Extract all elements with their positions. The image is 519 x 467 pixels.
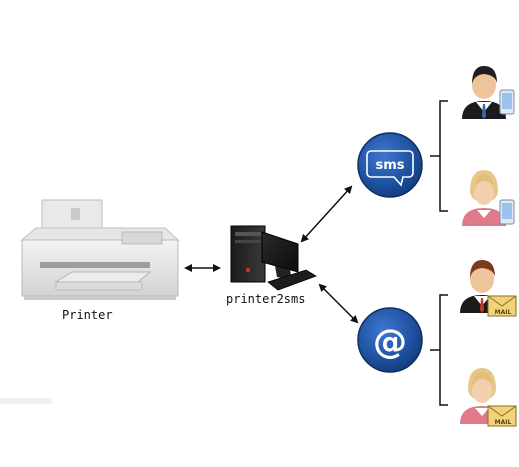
- printer-label: Printer: [62, 308, 113, 322]
- female-user-phone-icon: [462, 170, 515, 226]
- email-at-icon: @: [357, 307, 423, 373]
- sms-recipients-bracket: [430, 100, 448, 212]
- computer-email-arrow: [318, 283, 359, 324]
- printer-icon: [20, 199, 180, 300]
- sms-bubble-text: sms: [375, 158, 404, 173]
- computer-sms-arrow: [300, 185, 353, 243]
- mail-badge-text: MAIL: [495, 419, 512, 426]
- computer-label: printer2sms: [226, 292, 305, 306]
- male-user-phone-icon: [462, 66, 515, 119]
- desktop-computer-icon: [230, 225, 317, 291]
- email-recipients-bracket: [430, 294, 448, 406]
- sms-bubble-icon: sms: [357, 132, 423, 198]
- email-bubble-text: @: [373, 322, 407, 362]
- background-strip: [0, 398, 52, 404]
- mail-badge-text: MAIL: [495, 309, 512, 316]
- male-user-mail-icon: MAIL: [460, 260, 517, 317]
- female-user-mail-icon: MAIL: [460, 368, 517, 427]
